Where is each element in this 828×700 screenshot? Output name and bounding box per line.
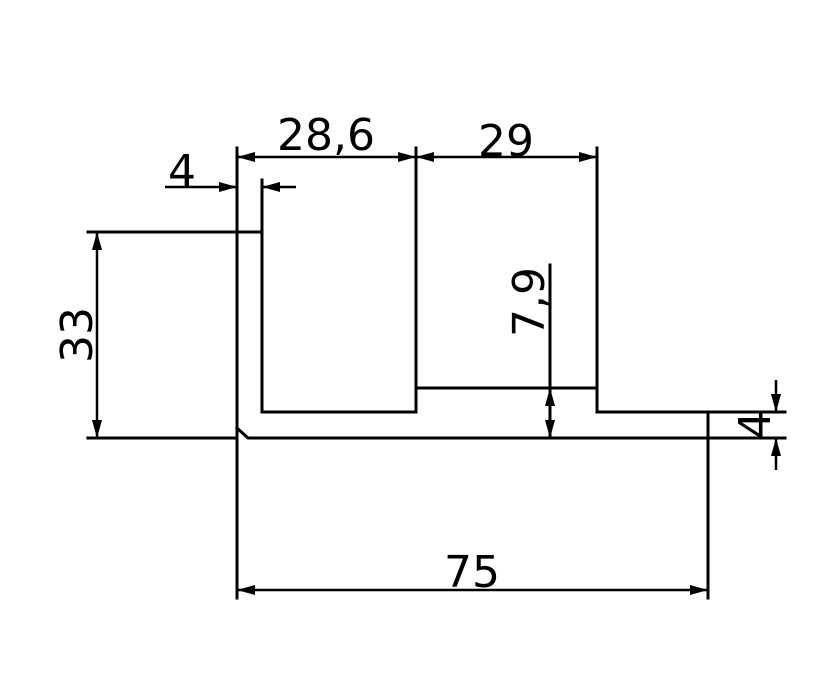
dimension-28-6-label: 28,6: [277, 110, 375, 161]
dimension-4-wall: 4: [165, 146, 296, 197]
dimension-75-label: 75: [444, 547, 500, 598]
profile-outline: [234, 230, 710, 440]
dimension-29-label: 29: [478, 116, 534, 167]
dimension-33: 33: [52, 232, 103, 438]
dimension-4-base-label: 4: [730, 411, 781, 439]
dimension-29: 29: [416, 116, 597, 167]
extension-lines: [86, 146, 787, 600]
dimension-4-base: 4: [730, 380, 781, 470]
dimension-75: 75: [237, 547, 708, 598]
dimension-7-9: 7,9: [504, 267, 555, 438]
dimension-7-9-label: 7,9: [504, 267, 555, 337]
dimension-28-6: 28,6: [237, 110, 416, 162]
dimension-33-label: 33: [52, 307, 103, 363]
dimension-4-wall-label: 4: [168, 146, 196, 197]
